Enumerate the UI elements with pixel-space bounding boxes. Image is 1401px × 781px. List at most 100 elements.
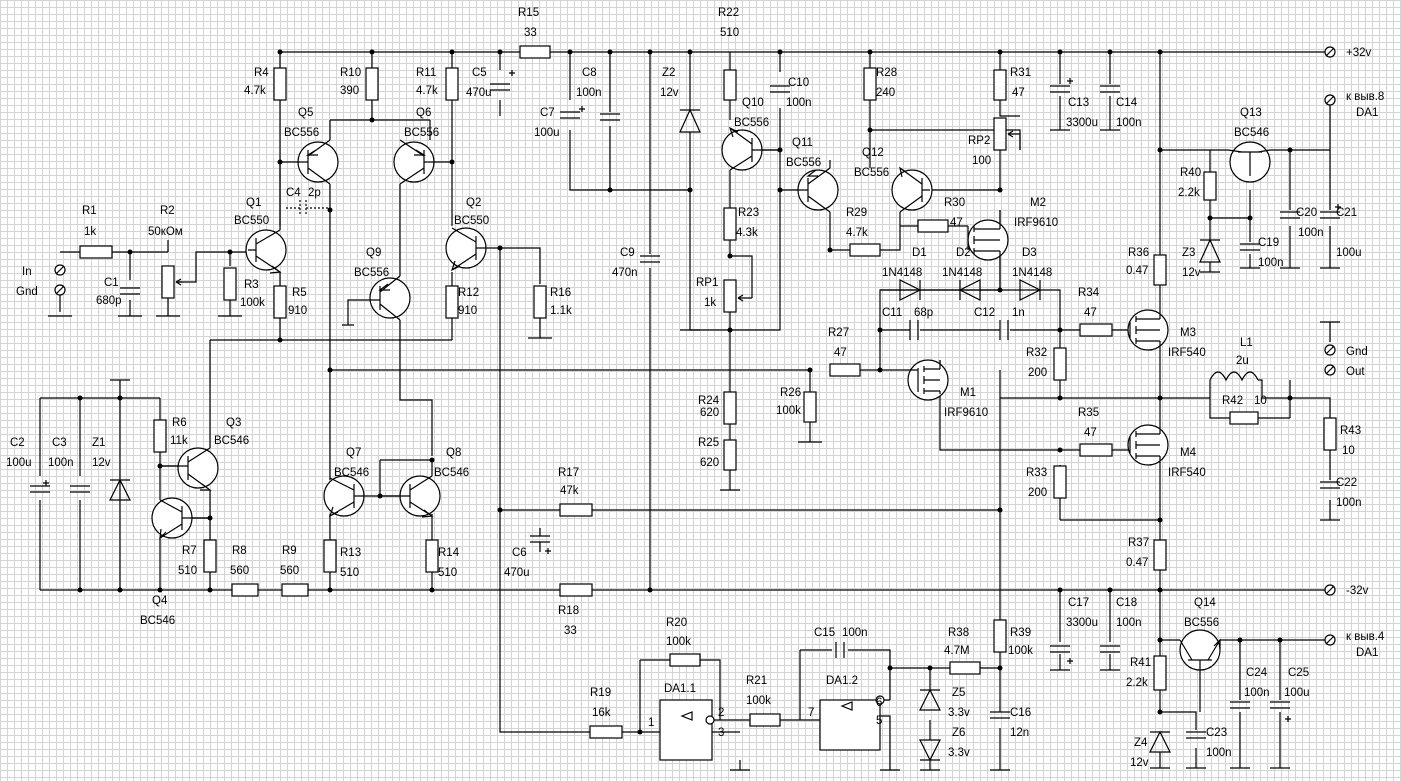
r26-ref: R26 xyxy=(780,387,801,399)
r43-value: 10 xyxy=(1342,445,1355,457)
c10-ref: C10 xyxy=(788,77,809,89)
resistor-r14-body xyxy=(425,539,439,573)
c19-value: 100n xyxy=(1258,257,1284,269)
c24-value: 100n xyxy=(1244,687,1270,699)
zener-z3 xyxy=(1199,238,1221,263)
r3-value: 100k xyxy=(240,297,265,309)
c1-ref: C1 xyxy=(104,277,119,289)
terminal-gnd-in[interactable] xyxy=(54,284,66,296)
r23-value: 4.3k xyxy=(736,227,758,239)
resistor-r15-body xyxy=(519,45,551,59)
capacitor-c25 xyxy=(1270,701,1290,709)
q12-type: BC556 xyxy=(854,167,889,179)
resistor-r32-body xyxy=(1053,347,1067,381)
capacitor-c17 xyxy=(1050,645,1070,653)
mosfet-m4 xyxy=(1127,420,1169,470)
z5-ref: Z5 xyxy=(952,687,965,699)
c7-value: 100u xyxy=(534,127,560,139)
rp1-ref: RP1 xyxy=(696,277,718,289)
terminal-in[interactable] xyxy=(54,264,66,276)
resistor-r19-body xyxy=(589,725,623,739)
r23-ref: R23 xyxy=(738,207,759,219)
resistor-r40-body xyxy=(1203,171,1217,201)
r41-ref: R41 xyxy=(1130,657,1151,669)
resistor-r41-body xyxy=(1153,655,1167,691)
c22-ref: C22 xyxy=(1336,477,1357,489)
r2-ref: R2 xyxy=(160,205,175,217)
r21-value: 100k xyxy=(746,695,771,707)
c4-value: 2p xyxy=(308,187,321,199)
z6-type: 3.3v xyxy=(948,747,970,759)
r33-value: 200 xyxy=(1028,487,1047,499)
d2-type: 1N4148 xyxy=(942,267,982,279)
l1-value: 2u xyxy=(1236,355,1249,367)
r38-value: 4.7M xyxy=(944,645,970,657)
q1-ref: Q1 xyxy=(246,197,261,209)
transistor-q3 xyxy=(160,447,219,491)
r12-ref: R12 xyxy=(458,287,479,299)
transistor-q6 xyxy=(393,139,452,185)
r12-value: 910 xyxy=(458,305,477,317)
capacitor-c16 xyxy=(990,711,1010,719)
capacitor-c4 xyxy=(286,200,330,216)
terminal-da1-pin8[interactable] xyxy=(1324,94,1336,106)
c11-ref: C11 xyxy=(882,307,902,319)
q7-type: BC546 xyxy=(334,467,369,479)
da1-1-pin1: 1 xyxy=(648,717,654,729)
zener-z2 xyxy=(679,108,701,133)
c23-value: 100n xyxy=(1206,747,1232,759)
capacitor-layer xyxy=(30,70,1341,739)
resistor-r42-body xyxy=(1229,411,1259,425)
da1-label-bottom: DA1 xyxy=(1356,647,1378,659)
transistor-layer xyxy=(151,126,1271,712)
capacitor-c22 xyxy=(1320,481,1340,489)
c13-ref: C13 xyxy=(1068,97,1089,109)
resistor-r36-body xyxy=(1153,254,1167,286)
r30-ref: R30 xyxy=(944,197,965,209)
terminal-out[interactable] xyxy=(1324,364,1336,376)
mosfet-m3 xyxy=(1127,305,1169,355)
z5-type: 3.3v xyxy=(948,707,970,719)
zener-z4 xyxy=(1149,730,1171,753)
q14-type: BC556 xyxy=(1184,617,1219,629)
r1-value: 1k xyxy=(84,226,96,238)
m4-ref: M4 xyxy=(1180,447,1197,459)
q5-type: BC556 xyxy=(284,127,319,139)
r6-value: 11k xyxy=(170,435,188,447)
q6-type: BC556 xyxy=(404,127,439,139)
r13-value: 510 xyxy=(340,567,359,579)
resistor-r21-body xyxy=(749,713,781,727)
r4-value: 4.7k xyxy=(244,85,266,97)
r31-ref: R31 xyxy=(1010,67,1031,79)
da1-2-pin7: 7 xyxy=(808,707,814,719)
da1-1-pin3: 3 xyxy=(718,727,724,739)
q4-ref: Q4 xyxy=(152,595,168,607)
r7-value: 510 xyxy=(178,565,197,577)
r24-value: 620 xyxy=(700,407,719,419)
capacitor-c2 xyxy=(30,485,50,493)
q8-type: BC546 xyxy=(434,467,469,479)
terminal-pos-rail[interactable] xyxy=(1324,46,1336,58)
input-gnd-label: Gnd xyxy=(16,286,38,298)
terminal-gnd-out[interactable] xyxy=(1324,344,1336,356)
q6-ref: Q6 xyxy=(416,107,431,119)
resistor-r18-body xyxy=(559,583,593,597)
resistor-r17-body xyxy=(559,503,593,517)
r22-ref: R22 xyxy=(718,7,739,19)
r19-value: 16k xyxy=(592,707,611,719)
r35-value: 47 xyxy=(1084,427,1097,439)
resistor-r23-body xyxy=(723,207,737,241)
z1-type: 12v xyxy=(92,457,111,469)
terminal-neg-rail[interactable] xyxy=(1324,584,1336,596)
r43-ref: R43 xyxy=(1340,425,1361,437)
q1-type: BC550 xyxy=(234,215,269,227)
terminal-da1-pin4[interactable] xyxy=(1324,634,1336,646)
transistor-q14 xyxy=(1179,629,1221,712)
da1-pin8-label: к выв.8 xyxy=(1346,91,1384,103)
resistor-r9-body xyxy=(281,583,309,597)
capacitor-c9 xyxy=(640,255,660,263)
m3-type: IRF540 xyxy=(1168,347,1206,359)
inductor-l1 xyxy=(1209,371,1263,398)
label-layer: +32v -32v к выв.8 DA1 к выв.4 DA1 In Gnd… xyxy=(6,7,1385,769)
da1-1-ref: DA1.1 xyxy=(664,683,696,695)
